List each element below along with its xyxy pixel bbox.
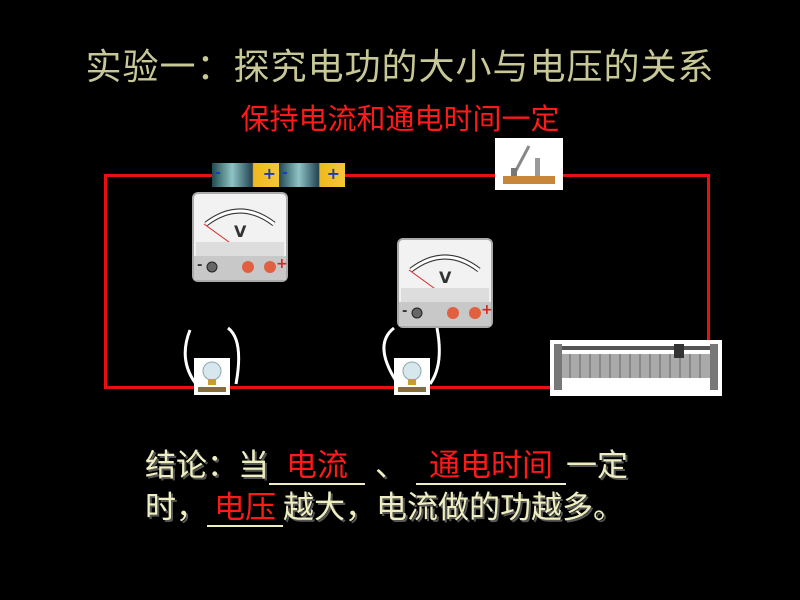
wire-bottom (104, 386, 554, 389)
knife-switch[interactable] (495, 138, 563, 190)
battery-neg: - (282, 165, 288, 181)
battery-1: - + (212, 163, 279, 187)
terminal-pos: + (276, 256, 288, 272)
wire-top-right (562, 174, 710, 177)
battery-neg: - (215, 165, 221, 181)
switch-icon (503, 145, 555, 184)
conclusion-line2-suffix: 越大，电流做的功越多。 (283, 490, 624, 526)
terminal-neg: - (197, 258, 203, 273)
bulb-2 (394, 358, 430, 395)
slide-title: 实验一：探究电功的大小与电压的关系 (85, 47, 715, 88)
conclusion-suffix: 一定 (566, 448, 628, 484)
slide-subtitle: 保持电流和通电时间一定 (240, 102, 560, 136)
conclusion-line-1: 结论：当电流、通电时间一定 (145, 440, 628, 485)
bulb-icon (198, 361, 226, 392)
battery-pos: + (262, 164, 276, 183)
voltmeter-2: V - + (397, 238, 493, 328)
wire-right (707, 174, 710, 344)
voltmeter-symbol: V (234, 222, 247, 241)
voltmeter-dial (399, 254, 491, 326)
wire-left (104, 174, 107, 389)
wire-top-mid (345, 174, 497, 177)
voltmeter-1: V - + (192, 192, 288, 282)
battery-pos: + (326, 164, 340, 183)
conclusion-prefix: 结论：当 (145, 448, 269, 484)
rheostat[interactable] (550, 340, 722, 396)
terminal-neg: - (402, 304, 408, 319)
conclusion-line2-prefix: 时， (145, 490, 207, 526)
wire-top-left (104, 174, 214, 177)
battery-2: - + (279, 163, 345, 187)
rheostat-icon (554, 344, 718, 390)
answer-blank-2[interactable]: 通电时间 (416, 449, 566, 485)
bulb-icon (398, 361, 426, 392)
answer-blank-3[interactable]: 电压 (207, 491, 283, 527)
separator: 、 (375, 448, 406, 484)
bulb-1 (194, 358, 230, 395)
answer-blank-1[interactable]: 电流 (269, 449, 365, 485)
voltmeter-dial (194, 208, 286, 280)
terminal-pos: + (481, 302, 493, 318)
voltmeter-symbol: V (439, 268, 452, 287)
conclusion-line-2: 时，电压越大，电流做的功越多。 (145, 482, 624, 527)
